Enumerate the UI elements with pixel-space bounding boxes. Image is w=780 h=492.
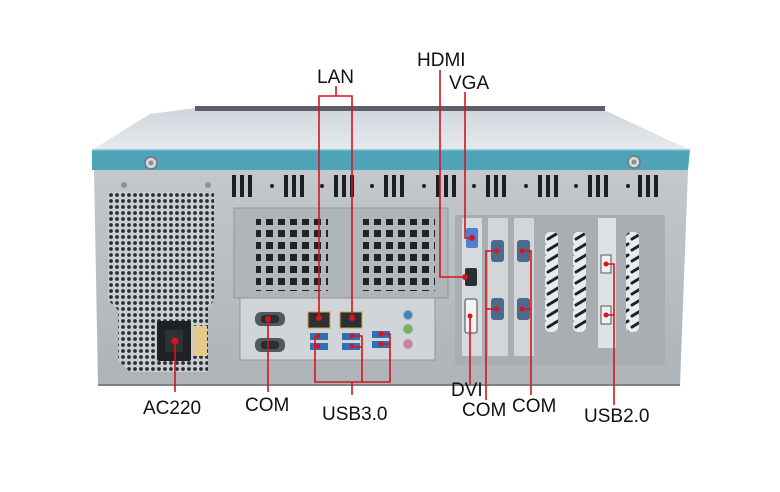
label-usb30: USB3.0 [322, 404, 388, 425]
expansion-slots [455, 215, 665, 365]
power-supply [108, 182, 214, 372]
label-dvi: DVI [451, 380, 483, 401]
label-vga: VGA [449, 73, 490, 94]
label-hdmi: HDMI [417, 50, 466, 71]
io-shield [239, 297, 436, 361]
fan-grills [233, 207, 449, 299]
callout-dots [171, 235, 609, 349]
label-usb20: USB2.0 [584, 406, 650, 427]
label-com-io: COM [245, 395, 290, 416]
label-ac220: AC220 [143, 398, 202, 419]
label-lan: LAN [317, 67, 354, 88]
label-com-card1: COM [462, 400, 507, 421]
label-com-card2: COM [512, 396, 557, 417]
chassis-lid [92, 106, 690, 170]
